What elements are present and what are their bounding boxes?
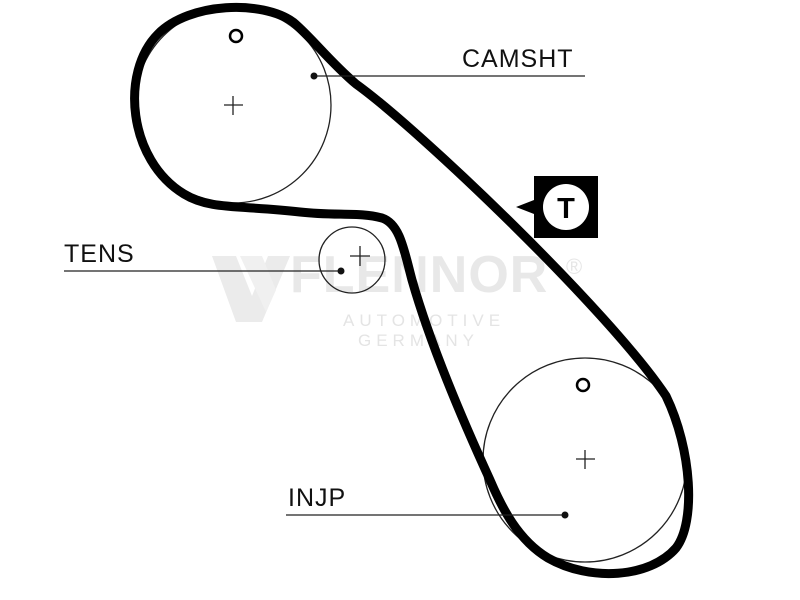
camshaft-center-cross — [224, 96, 243, 115]
tensioner-pulley — [318, 226, 386, 294]
flennor-logo-icon — [212, 256, 290, 322]
camshaft-leader-dot — [310, 72, 318, 80]
injection-pump-leader-dot — [561, 511, 569, 519]
timing-mark-letter: T — [557, 193, 575, 225]
watermark-registered: ® — [566, 254, 582, 279]
injection-pump-timing-hole — [575, 377, 591, 393]
watermark: FLENNOR ® AUTOMOTIVE GERMANY — [212, 246, 582, 350]
watermark-line2: GERMANY — [358, 331, 479, 350]
camshaft-timing-hole — [228, 28, 244, 44]
timing-belt — [130, 2, 694, 579]
tensioner-label: TENS — [64, 240, 135, 268]
camshaft-label: CAMSHT — [462, 45, 574, 73]
tensioner-leader-dot — [337, 267, 345, 275]
timing-mark-icon: T — [516, 176, 598, 238]
tensioner-center-cross — [350, 246, 370, 266]
injection-pump-label: INJP — [288, 484, 346, 512]
injection-pump-center-cross — [576, 450, 595, 469]
